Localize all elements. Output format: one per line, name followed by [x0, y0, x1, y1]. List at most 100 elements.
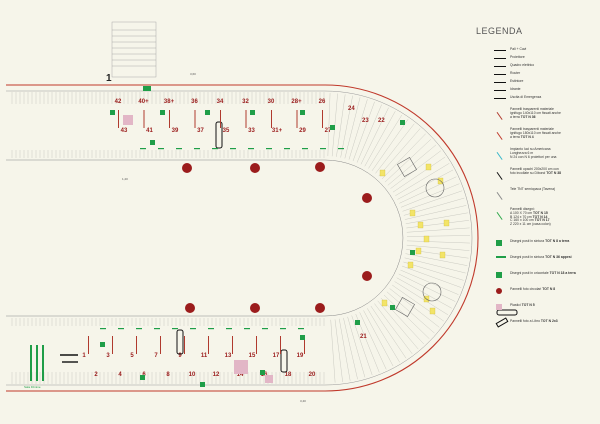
- section-label: 2: [94, 372, 98, 378]
- yellow-panel: [379, 169, 386, 177]
- staircase-top: [111, 21, 157, 78]
- transparent-panel: [143, 110, 145, 128]
- photo-circle: [362, 271, 372, 281]
- model-block: [265, 375, 273, 383]
- legend-label: Quadro elettrico: [510, 63, 535, 67]
- drawing-panel: [355, 320, 360, 325]
- legend-item: Disegni posti in oricontale TOT N 18 a t…: [476, 271, 596, 282]
- transparent-panel: [271, 110, 272, 128]
- section-label: 23: [362, 118, 369, 124]
- drawing-panel: [300, 335, 305, 340]
- yellow-panel: [429, 307, 436, 315]
- section-label: 22: [378, 118, 385, 124]
- drawing-strip: [262, 328, 268, 330]
- section-label: 37: [197, 128, 204, 134]
- section-label: 7: [154, 353, 158, 359]
- transparent-panel: [322, 110, 323, 128]
- legend-label: Disegni posti in oricontale TOT N 18 a t…: [510, 271, 576, 275]
- section-label: 33: [248, 128, 255, 134]
- drawing-strip: [244, 328, 250, 330]
- router-icon: [494, 74, 506, 75]
- transparent-panel: [296, 110, 298, 128]
- drawing-panel: [250, 110, 255, 115]
- drawing-swatch-icon: [496, 272, 502, 278]
- section-label: 40+: [138, 99, 149, 105]
- yellow-panel: [409, 209, 416, 217]
- drawing-strip: [176, 148, 182, 150]
- drawing-panel: [410, 250, 415, 255]
- drawing-strip: [338, 148, 344, 150]
- hydrant-icon: [494, 90, 506, 91]
- legend-item: Idrante: [476, 87, 596, 98]
- yellow-panel: [425, 163, 432, 171]
- section-label: 24: [348, 106, 355, 112]
- drawing-strip: [140, 148, 146, 150]
- transparent-panel: [184, 336, 185, 354]
- legend-label: Pannelli foto circolari TOT N 8: [510, 287, 556, 291]
- legend-item: Pannelli foto a Libro TOT N 2x3: [476, 317, 596, 330]
- legend-label: Pannelli foto a Libro TOT N 2x3: [510, 319, 558, 323]
- section-label: 1: [82, 353, 86, 359]
- photo-circle: [182, 163, 192, 173]
- drawing-panel: [110, 110, 115, 115]
- projector-icon: [494, 58, 506, 59]
- legend-label: Plastici TOT N 5: [510, 303, 535, 307]
- wall-label-b: 1,20: [122, 177, 128, 181]
- section-label: 19: [297, 353, 304, 359]
- drawing-strip: [154, 328, 160, 330]
- drawing-panels: [88, 86, 415, 387]
- drawing-strip: [172, 328, 178, 330]
- aisle-stripes-top: [11, 92, 325, 158]
- drawing-strip: [298, 328, 304, 330]
- transparent-panel: [118, 110, 119, 128]
- section-label: 10: [189, 372, 196, 378]
- section-label: 35: [223, 128, 230, 134]
- legend-label: Estintore: [510, 79, 524, 83]
- legend-label: Proiettore: [510, 55, 525, 59]
- photo-circle: [315, 162, 325, 172]
- legend-item: Plastici TOT N 5: [476, 303, 596, 314]
- legend-item: Router: [476, 71, 596, 82]
- marker-number: 1: [106, 73, 112, 84]
- section-label: 41: [146, 128, 153, 134]
- photo-circle: [362, 193, 372, 203]
- drawing-panel: [140, 375, 145, 380]
- section-label: 27: [325, 128, 332, 134]
- section-label: 9: [178, 353, 182, 359]
- section-label: 20: [309, 372, 316, 378]
- section-label: 32: [242, 99, 249, 105]
- section-label: 39: [172, 128, 179, 134]
- section-label: 15: [249, 353, 256, 359]
- photo-circle: [185, 303, 195, 313]
- drawing-panel: [150, 140, 155, 145]
- inner-curve: [6, 159, 404, 317]
- drawing-strip: [248, 148, 254, 150]
- legend-label: Router: [510, 71, 521, 75]
- drawing-panel: [200, 382, 205, 387]
- drawing-panel: [390, 305, 395, 310]
- section-label: 17: [273, 353, 280, 359]
- drawing-panel: [100, 342, 105, 347]
- drawing-panel: [160, 110, 165, 115]
- drawing-panel: [205, 110, 210, 115]
- drawing-panel: [143, 86, 151, 91]
- legend-label: Idrante: [510, 87, 521, 91]
- legend-label: Disegni posti in sintura TOT N 36 appesi: [510, 255, 572, 259]
- drawing-strip: [136, 328, 142, 330]
- transparent-panel: [232, 336, 233, 354]
- yellow-panel: [443, 219, 450, 227]
- yellow-panel: [417, 221, 424, 229]
- circular-photo-panels: [182, 162, 372, 313]
- aisle-stripes-bottom: [11, 318, 325, 384]
- legend-label: Pali + Cavi: [510, 47, 527, 51]
- wall-label-c: 3,40: [300, 399, 306, 403]
- panel-icon: [494, 66, 506, 67]
